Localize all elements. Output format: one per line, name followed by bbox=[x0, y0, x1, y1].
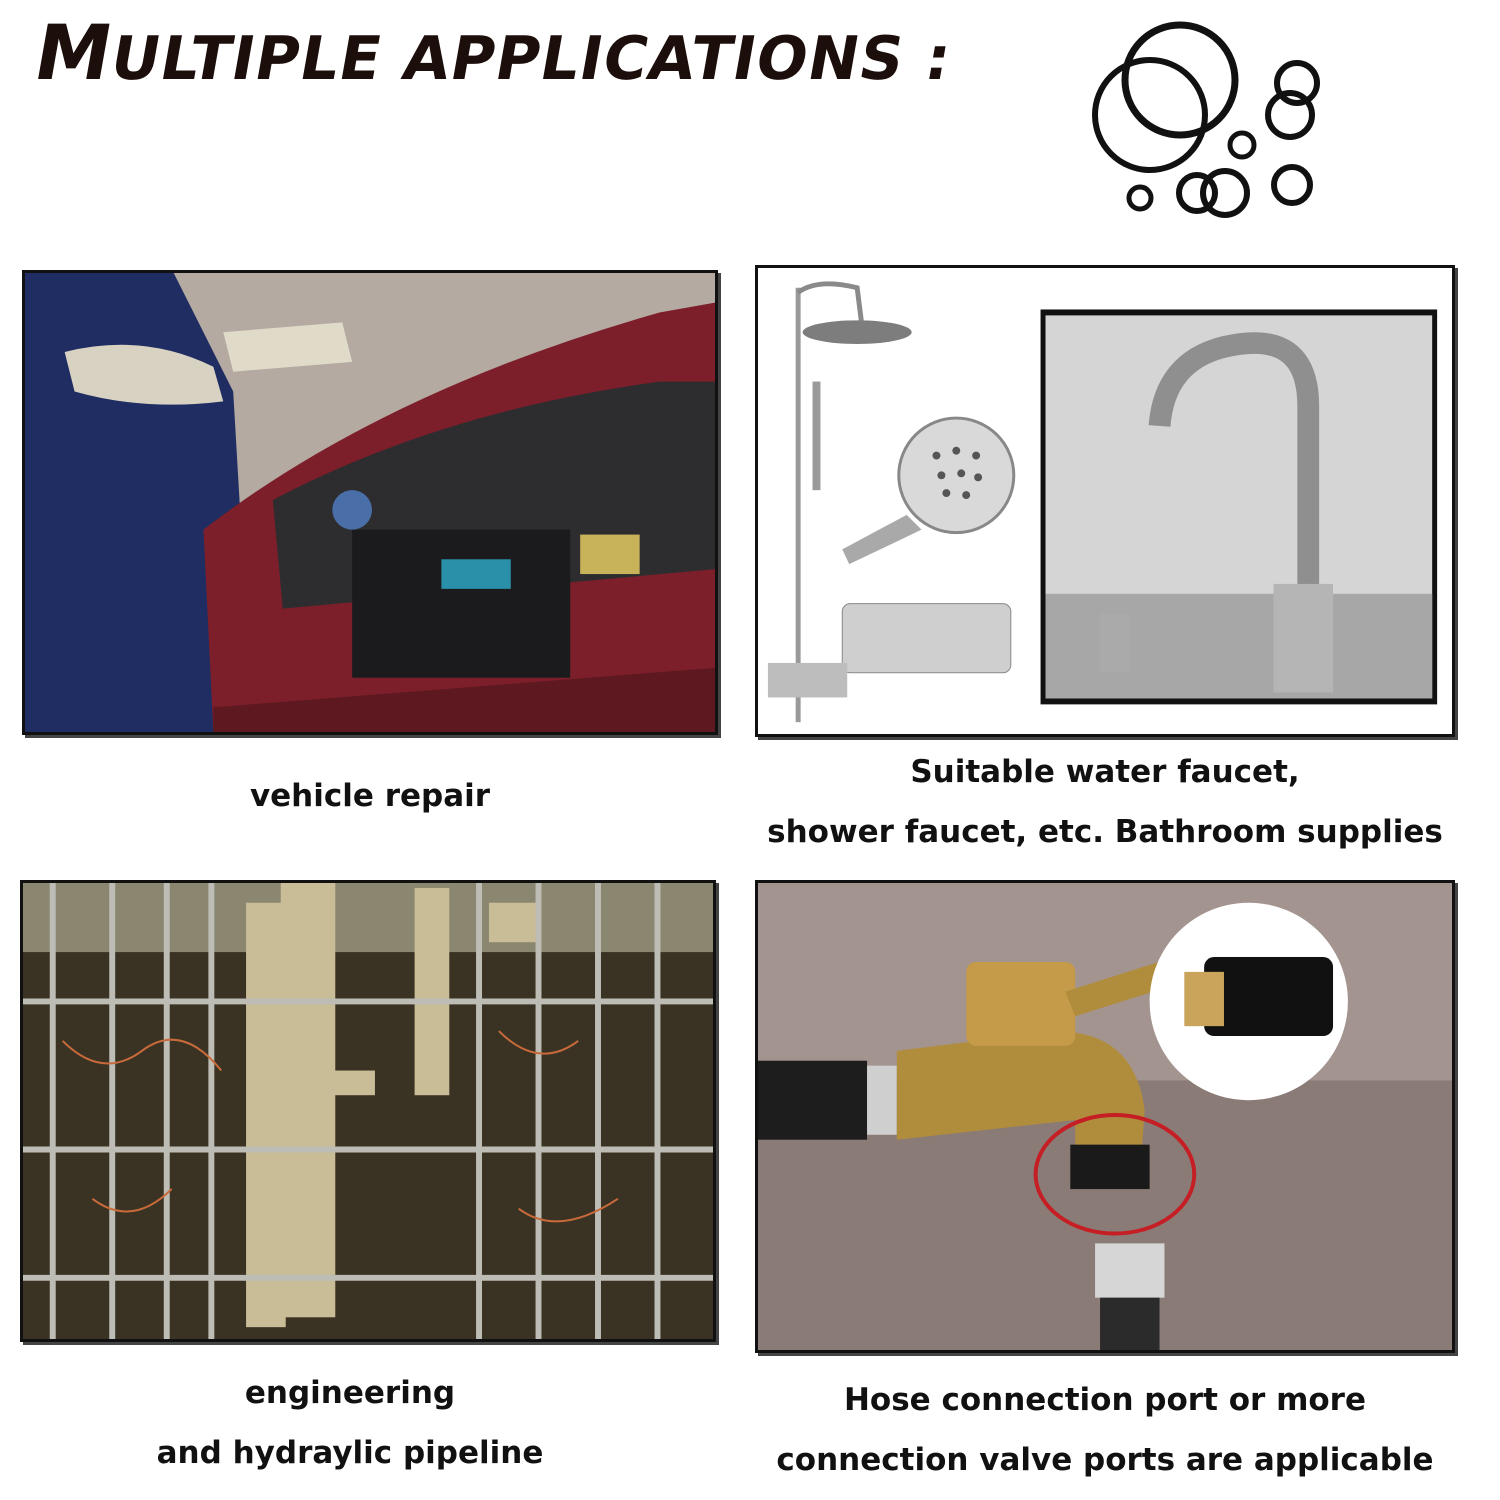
caption-vehicle-repair: vehicle repair bbox=[22, 766, 718, 826]
caption-line: shower faucet, etc. Bathroom supplies bbox=[767, 814, 1443, 850]
caption-line: vehicle repair bbox=[249, 778, 491, 814]
caption-line: Hose connection port or more bbox=[843, 1382, 1366, 1418]
o-rings-image bbox=[1092, 21, 1320, 218]
title-rest: ULTIPLE APPLICATIONS : bbox=[105, 24, 958, 94]
caption-line: Suitable water faucet, bbox=[910, 754, 1300, 790]
caption-hose: Hose connection port or more connection … bbox=[755, 1370, 1455, 1490]
pipeline-image bbox=[20, 880, 716, 1342]
bathroom-faucet-image bbox=[755, 265, 1455, 737]
vehicle-repair-image bbox=[22, 270, 718, 735]
caption-line: connection valve ports are applicable bbox=[776, 1442, 1434, 1478]
hose-connection-image bbox=[755, 880, 1455, 1353]
caption-bathroom: Suitable water faucet, shower faucet, et… bbox=[755, 742, 1455, 862]
caption-pipeline: engineering and hydraylic pipeline bbox=[20, 1363, 680, 1483]
caption-line: engineering bbox=[244, 1375, 456, 1411]
page-title: MULTIPLE APPLICATIONS : bbox=[28, 8, 960, 97]
caption-line: and hydraylic pipeline bbox=[156, 1435, 544, 1471]
